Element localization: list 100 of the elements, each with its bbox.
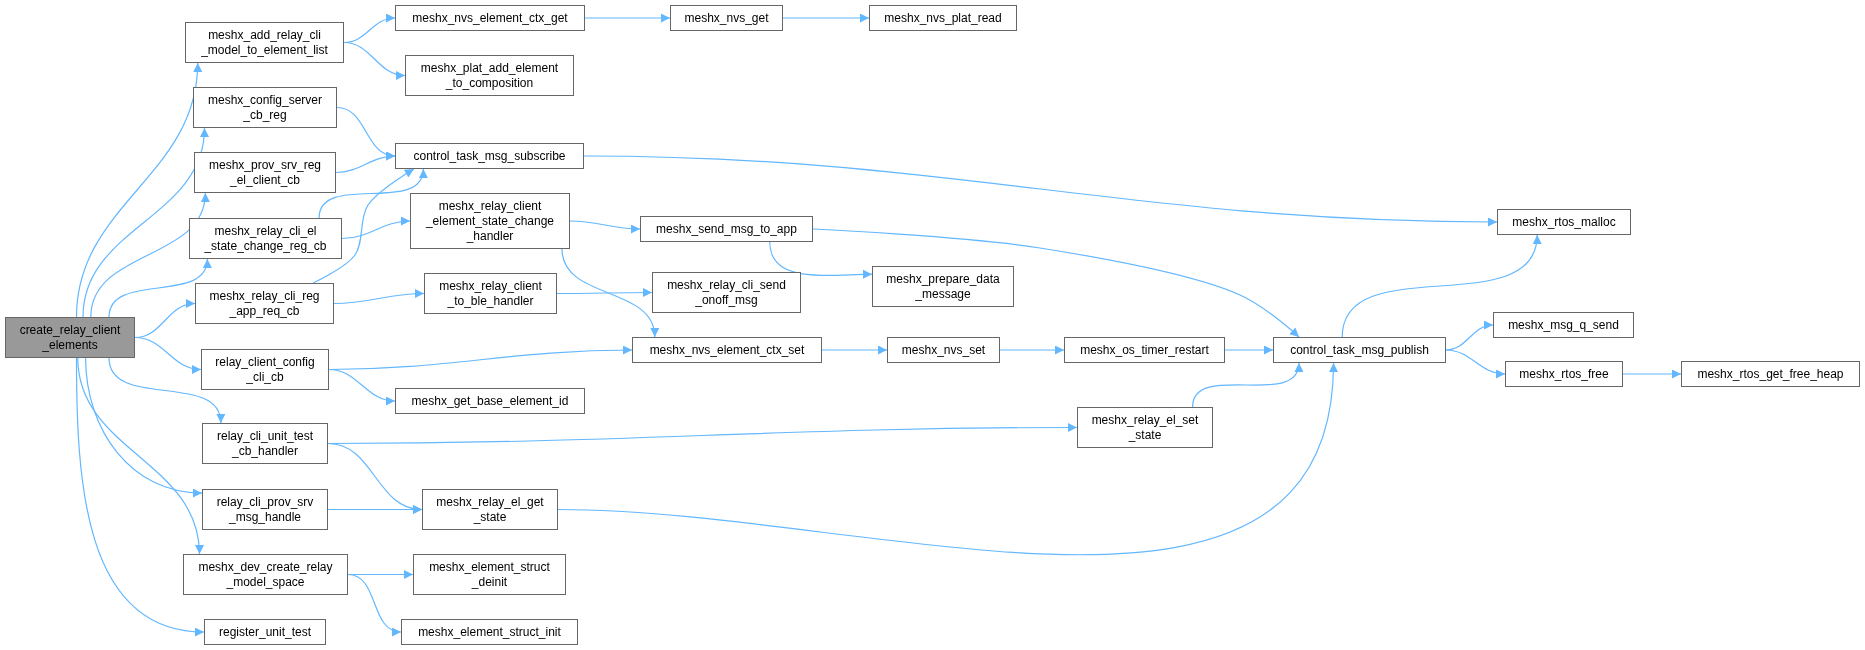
function-name: meshx_nvs_element_ctx_get bbox=[412, 10, 568, 26]
function-name: relay_cli_prov_srv _msg_handle bbox=[215, 494, 315, 525]
call-arrow bbox=[583, 155, 1498, 227]
function-box bbox=[872, 266, 1014, 307]
call-arrow bbox=[812, 228, 1300, 338]
call-arrow bbox=[318, 168, 426, 219]
function-name: meshx_rtos_malloc bbox=[1512, 214, 1616, 230]
function-name: meshx_dev_create_relay _model_space bbox=[197, 559, 334, 590]
function-box bbox=[195, 283, 334, 324]
function-box bbox=[422, 489, 558, 530]
function-box bbox=[869, 5, 1017, 31]
function-box bbox=[640, 216, 813, 242]
function-name: meshx_get_base_element_id bbox=[411, 393, 569, 409]
call-arrow bbox=[556, 288, 653, 297]
function-name: meshx_nvs_get bbox=[684, 10, 769, 26]
function-box bbox=[887, 337, 1000, 363]
call-arrow bbox=[1445, 349, 1506, 378]
call-arrow bbox=[328, 368, 396, 405]
call-arrow bbox=[85, 357, 203, 497]
highlighted-function-box bbox=[5, 317, 135, 358]
call-arrow bbox=[782, 13, 870, 23]
call-arrow bbox=[108, 258, 211, 318]
function-box bbox=[1064, 337, 1225, 363]
function-name: meshx_relay_cli_el _state_change_reg_cb bbox=[203, 223, 328, 254]
call-arrow bbox=[90, 192, 209, 318]
call-arrow bbox=[1192, 362, 1302, 408]
function-box bbox=[1497, 209, 1631, 235]
call-arrow bbox=[557, 362, 1337, 556]
function-box bbox=[401, 619, 578, 645]
function-name: register_unit_test bbox=[218, 624, 312, 640]
function-box bbox=[189, 218, 342, 259]
function-box bbox=[1493, 312, 1634, 338]
call-arrow bbox=[75, 62, 202, 318]
function-name: meshx_element_struct_init bbox=[418, 624, 561, 640]
call-arrow bbox=[341, 216, 411, 240]
function-box bbox=[1505, 361, 1623, 387]
function-name: meshx_relay_el_set _state bbox=[1090, 412, 1200, 443]
function-box bbox=[183, 554, 348, 595]
call-arrow bbox=[1341, 234, 1540, 338]
call-arrow bbox=[999, 345, 1065, 355]
function-box bbox=[204, 619, 326, 645]
function-name: meshx_plat_add_element _to_composition bbox=[419, 60, 560, 91]
function-box bbox=[395, 143, 584, 169]
function-name: control_task_msg_publish bbox=[1290, 342, 1429, 358]
function-box bbox=[395, 388, 585, 414]
call-arrow bbox=[343, 41, 406, 80]
function-box bbox=[202, 423, 328, 464]
call-arrow bbox=[327, 505, 423, 514]
function-name: meshx_rtos_get_free_heap bbox=[1697, 366, 1844, 382]
call-arrow bbox=[347, 573, 402, 635]
function-box bbox=[632, 337, 822, 363]
function-box bbox=[194, 152, 336, 193]
function-name: meshx_element_struct _deinit bbox=[428, 559, 551, 590]
function-name: relay_client_config _cli_cb bbox=[214, 354, 316, 385]
function-name: meshx_relay_cli_send _onoff_msg bbox=[666, 277, 787, 308]
call-arrow bbox=[584, 13, 671, 23]
function-name: meshx_nvs_set bbox=[901, 342, 986, 358]
call-arrow bbox=[1445, 321, 1494, 351]
function-name: control_task_msg_subscribe bbox=[413, 148, 566, 164]
call-arrow bbox=[75, 357, 205, 636]
function-name: meshx_relay_client _to_ble_handler bbox=[438, 278, 543, 309]
function-name: meshx_relay_cli_reg _app_req_cb bbox=[208, 288, 321, 319]
function-box bbox=[193, 87, 337, 128]
call-arrow bbox=[134, 336, 202, 374]
function-name: meshx_nvs_element_ctx_set bbox=[649, 342, 805, 358]
function-name: meshx_send_msg_to_app bbox=[656, 221, 797, 237]
function-box bbox=[1273, 337, 1446, 363]
function-name: relay_cli_unit_test _cb_handler bbox=[215, 428, 315, 459]
function-box bbox=[652, 272, 801, 313]
function-box bbox=[202, 489, 328, 530]
function-name: meshx_msg_q_send bbox=[1508, 317, 1619, 333]
function-name: meshx_relay_el_get _state bbox=[435, 494, 545, 525]
call-arrow bbox=[82, 127, 208, 318]
function-name: meshx_nvs_plat_read bbox=[884, 10, 1002, 26]
call-arrow bbox=[335, 152, 396, 174]
function-box bbox=[1077, 407, 1213, 448]
call-arrow bbox=[1622, 369, 1682, 379]
call-arrow bbox=[769, 241, 873, 279]
call-arrow bbox=[1224, 345, 1274, 355]
call-arrow bbox=[108, 357, 224, 424]
call-arrow bbox=[569, 220, 641, 234]
function-name: meshx_add_relay_cli _model_to_element_list bbox=[200, 27, 329, 58]
function-box bbox=[201, 349, 329, 390]
function-box bbox=[410, 193, 570, 249]
function-box bbox=[1681, 361, 1860, 387]
call-arrow bbox=[561, 248, 658, 338]
function-name: create_relay_client _elements bbox=[18, 322, 122, 353]
function-name: meshx_os_timer_restart bbox=[1080, 342, 1209, 358]
function-box bbox=[185, 22, 344, 63]
function-box bbox=[395, 5, 585, 31]
function-box bbox=[670, 5, 783, 31]
function-name: meshx_rtos_free bbox=[1519, 366, 1609, 382]
function-name: meshx_prov_srv_reg _el_client_cb bbox=[207, 157, 323, 188]
function-box bbox=[413, 554, 566, 595]
call-arrow bbox=[333, 289, 425, 305]
function-box bbox=[405, 55, 574, 96]
call-arrow bbox=[821, 345, 888, 355]
function-box bbox=[424, 273, 557, 314]
function-name: meshx_config_server _cb_reg bbox=[206, 92, 324, 123]
function-name: meshx_prepare_data _message bbox=[885, 271, 1001, 302]
